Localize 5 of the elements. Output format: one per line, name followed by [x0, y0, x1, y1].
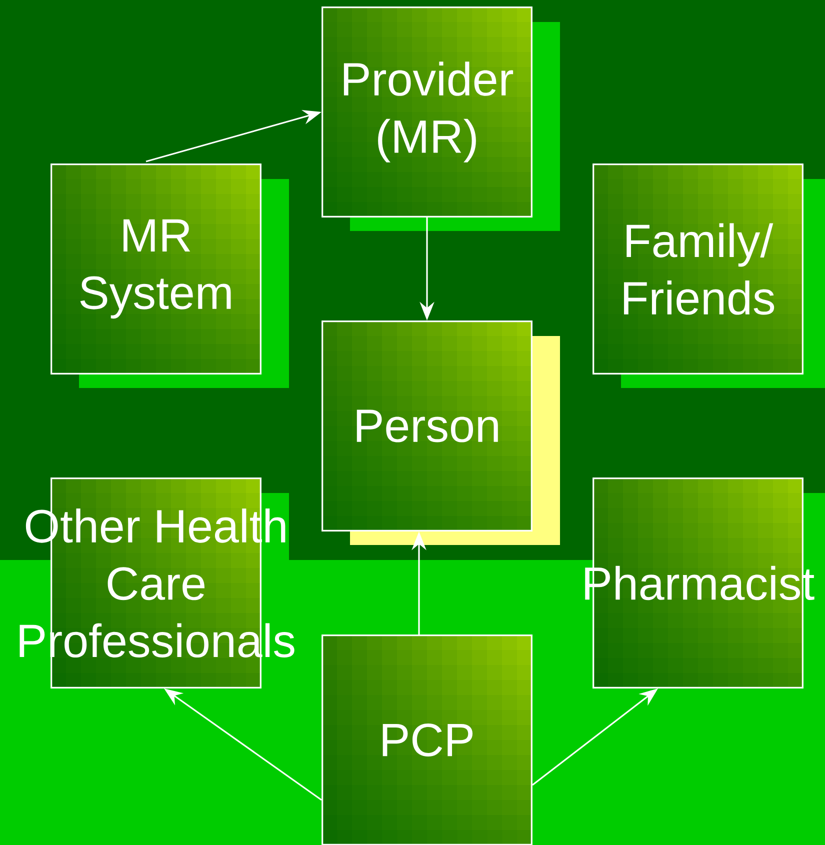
label-box: Person	[322, 320, 532, 532]
label-box: PCP	[322, 634, 532, 845]
label-box: Family/ Friends	[592, 164, 804, 374]
label-box: Provider (MR)	[322, 6, 532, 218]
label-box: MR System	[50, 164, 262, 374]
